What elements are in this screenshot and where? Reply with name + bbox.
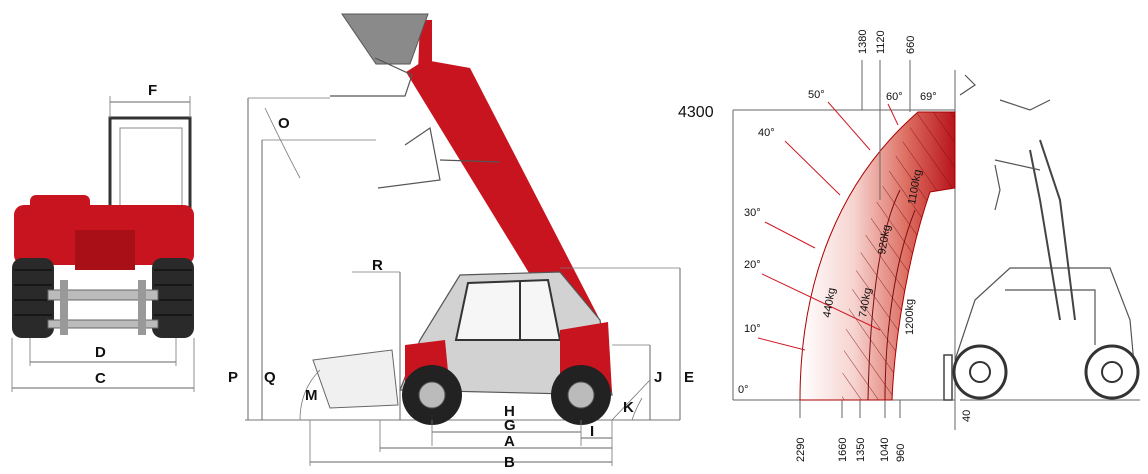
load-chart: 1380 1120 660 4300 50° 60° 69° 40° 30° 2… xyxy=(678,30,1140,462)
top-distance-2: 1120 xyxy=(875,30,887,54)
bottom-distance-1: 2290 xyxy=(795,438,807,462)
front-right-wheel xyxy=(152,258,194,338)
angle-0: 0° xyxy=(738,384,749,396)
side-rear-wheel xyxy=(551,365,611,425)
label-b: B xyxy=(504,454,515,469)
label-e: E xyxy=(684,369,694,386)
max-height-value: 4300 xyxy=(678,104,714,121)
capacity-1200: 1200kg xyxy=(904,299,916,335)
label-j: J xyxy=(654,369,662,386)
bottom-distance-5: 960 xyxy=(895,444,907,462)
raised-bucket xyxy=(341,13,429,65)
label-g: G xyxy=(504,417,516,434)
label-o: O xyxy=(278,115,290,132)
label-d: D xyxy=(95,344,106,361)
front-view: F D C xyxy=(11,82,195,392)
side-front-wheel xyxy=(402,365,462,425)
label-r: R xyxy=(372,257,383,274)
top-distance-1: 1380 xyxy=(857,30,869,54)
angle-10: 10° xyxy=(744,323,761,335)
side-view: O R P Q M E J K H G I A B xyxy=(228,13,694,471)
label-h: H xyxy=(504,403,515,420)
load-chart-machine xyxy=(943,74,1140,401)
capacity-920: 920kg xyxy=(876,224,893,256)
capacity-740: 740kg xyxy=(857,287,874,319)
label-m: M xyxy=(305,387,318,404)
angle-30: 30° xyxy=(744,207,761,219)
label-c: C xyxy=(95,370,106,387)
label-f: F xyxy=(148,82,157,99)
label-q: Q xyxy=(264,369,276,386)
label-a: A xyxy=(504,433,515,450)
front-left-wheel xyxy=(12,258,54,338)
angle-60: 60° xyxy=(886,91,903,103)
label-p: P xyxy=(228,369,238,386)
angle-20: 20° xyxy=(744,259,761,271)
bottom-distance-2: 1660 xyxy=(837,438,849,462)
label-k: K xyxy=(623,399,634,416)
top-distance-3: 660 xyxy=(905,36,917,54)
angle-40: 40° xyxy=(758,127,775,139)
capacity-440: 440kg xyxy=(821,287,838,319)
angle-50: 50° xyxy=(808,89,825,101)
side-cab xyxy=(454,278,562,341)
label-i: I xyxy=(590,423,594,440)
bottom-distance-3: 1350 xyxy=(855,438,867,462)
bottom-distance-4: 1040 xyxy=(879,438,891,462)
angle-69: 69° xyxy=(920,91,937,103)
telescopic-boom xyxy=(406,60,600,340)
offset-value: 40 xyxy=(961,410,973,422)
